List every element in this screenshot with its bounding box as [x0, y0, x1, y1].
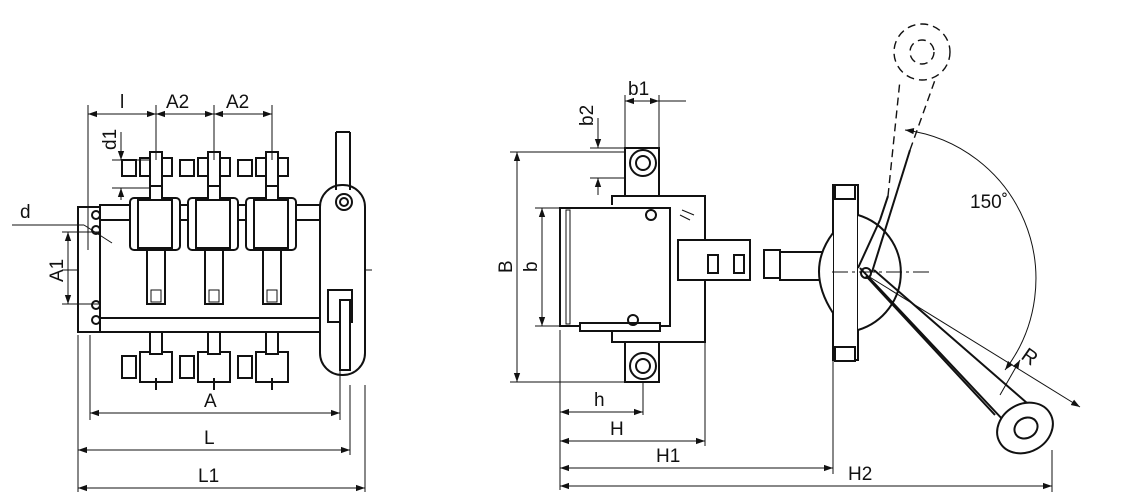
dim-h-big-label: H — [610, 419, 624, 440]
dim-d1-label: d1 — [100, 129, 121, 150]
side-dimensions: b1 b2 B b h H H1 H2 R 150˚ — [496, 79, 1081, 492]
pole-3 — [245, 151, 297, 390]
side-view — [559, 23, 1054, 455]
dim-h2-label: H2 — [848, 464, 872, 485]
pole-2 — [187, 151, 239, 390]
dim-b1-label: b1 — [628, 79, 649, 100]
dim-r-label: R — [1017, 344, 1041, 370]
dim-a1-label: A1 — [47, 259, 68, 282]
dim-b2-label: b2 — [577, 105, 598, 126]
dim-b-small-label: b — [521, 261, 542, 272]
handle-upper — [857, 23, 951, 273]
dim-l-label: l — [120, 92, 124, 113]
pole-1 — [129, 151, 181, 390]
dim-angle-label: 150˚ — [970, 192, 1008, 213]
dim-a2-left-label: A2 — [166, 92, 189, 113]
dim-a2-right-label: A2 — [226, 92, 249, 113]
front-view — [62, 131, 372, 390]
front-dimensions: l A2 A2 d1 d A1 A L L1 — [12, 92, 366, 492]
dim-a-label: A — [204, 391, 217, 412]
dim-b-big-label: B — [496, 260, 517, 273]
dim-d-label: d — [20, 202, 31, 223]
dim-l-big-label: L — [204, 428, 215, 449]
dim-l1-label: L1 — [198, 466, 219, 487]
dim-h-small-label: h — [594, 390, 605, 411]
dim-h1-label: H1 — [656, 446, 680, 467]
